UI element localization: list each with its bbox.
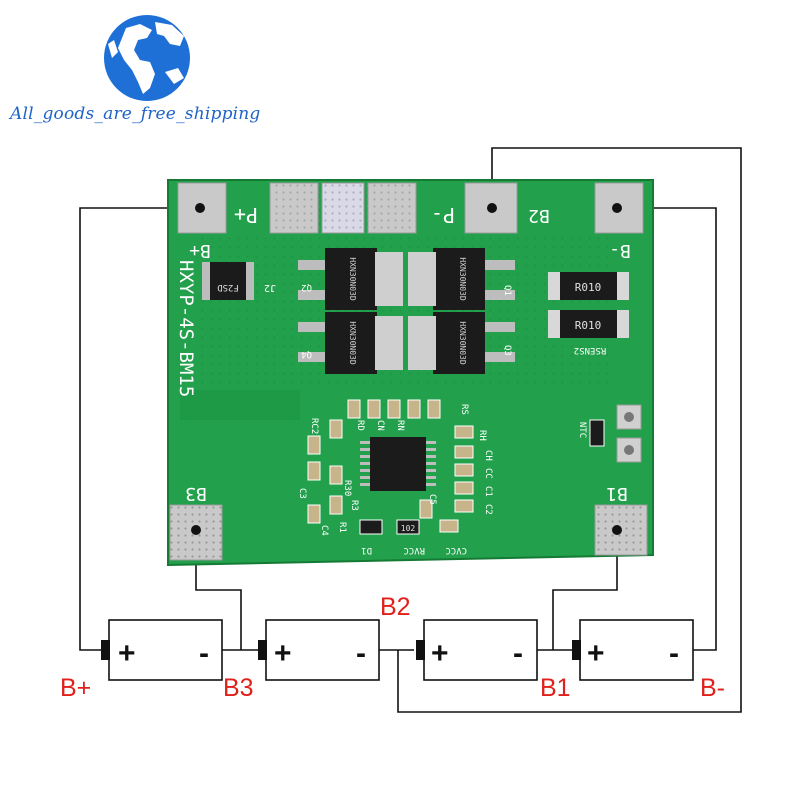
mosfet-marking: HXN30N03D [458, 257, 467, 301]
silk-q2: Q2 [301, 282, 312, 292]
silk-q3: Q3 [502, 345, 512, 356]
silk-d1: D1 [361, 545, 372, 555]
mosfet-marking: HXN30N03D [458, 321, 467, 365]
smd-passives: 102 [307, 399, 474, 535]
silk-p-plus: P+ [234, 203, 258, 227]
shunt-resistor-1: R010 [548, 272, 629, 300]
globe-logo [104, 15, 190, 101]
silk-c3: C3 [297, 488, 307, 499]
cell-negative-sign: - [669, 637, 679, 670]
silk-b-minus: B- [609, 240, 631, 261]
label-b3: B3 [223, 674, 254, 702]
silk-ntc: NTC [577, 422, 587, 438]
cell-positive-sign: + [274, 637, 292, 670]
silk-cn: CN [375, 420, 385, 431]
battery-cell-3: + - [416, 619, 538, 681]
ntc-component [589, 419, 605, 447]
silk-r30: R30 [342, 480, 352, 496]
mosfet-q2: HXN30N03D Q2 [298, 248, 403, 310]
diode-marking: F2SD [217, 282, 239, 292]
shunt-marking: R010 [575, 319, 602, 332]
cell-positive-sign: + [118, 637, 136, 670]
wire-b2 [397, 147, 742, 713]
wiring [79, 147, 742, 713]
cell-positive-sign: + [431, 637, 449, 670]
silk-cvcc: CVCC [445, 545, 467, 555]
silk-model: HXYP-4S-BM15 [175, 260, 197, 397]
mosfet-marking: HXN30N03D [348, 257, 357, 301]
silk-ch: CH [483, 450, 493, 461]
pcb-trace-area [180, 390, 300, 420]
battery-cell-2: + - [258, 619, 380, 681]
silk-b3: B3 [185, 483, 207, 504]
silk-r3: R3 [349, 500, 359, 511]
silk-q1: Q1 [502, 285, 512, 296]
resistor-102 [396, 519, 420, 535]
silk-rh: RH [477, 430, 487, 441]
battery-cell-4: + - [572, 619, 694, 681]
mosfet-q1: HXN30N03D Q1 [408, 248, 515, 310]
silk-b1: B1 [606, 483, 628, 504]
cell-negative-sign: - [356, 637, 366, 670]
silk-p-minus: P- [431, 203, 455, 227]
silk-rvcc: RVCC [403, 545, 425, 555]
label-b1: B1 [540, 674, 571, 702]
silk-b-plus: B+ [189, 240, 211, 261]
globe-landmass-west [108, 40, 118, 58]
label-b-plus: B+ [60, 674, 92, 702]
shunt-resistor-2: R010 [548, 310, 629, 338]
silk-b2: B2 [528, 205, 550, 226]
mosfet-q3: HXN30N03D Q3 [408, 312, 515, 374]
silk-q4: Q4 [301, 349, 312, 359]
silk-rs: RS [459, 404, 469, 415]
silk-rn: RN [395, 420, 405, 431]
silk-c1: C1 [483, 486, 493, 497]
shop-slogan: All_goods_are_free_shipping [10, 104, 261, 124]
silk-rc2: RC2 [309, 418, 319, 434]
mosfet-q4: HXN30N03D Q4 [298, 312, 403, 374]
wire-b-plus [79, 207, 200, 651]
bms-pcb: P+ P- B2 B+ B- B3 B1 HXYP-4S-BM15 F2SD J… [167, 179, 654, 567]
battery-cell-1: + - [101, 619, 223, 681]
shunt-marking: R010 [575, 281, 602, 294]
resistor-102-marking: 102 [401, 524, 416, 533]
label-b-minus: B- [700, 674, 725, 702]
cell-positive-sign: + [587, 637, 605, 670]
mosfet-marking: HXN30N03D [348, 321, 357, 365]
globe-continent-africa [118, 24, 155, 94]
silk-c2: C2 [483, 504, 493, 515]
wire-b1 [552, 530, 618, 650]
globe-island [165, 68, 184, 84]
bms-ic [360, 437, 436, 491]
silk-c4: C4 [319, 525, 329, 536]
wire-b-minus [617, 207, 717, 651]
diode-d1 [359, 519, 383, 535]
cell-negative-sign: - [199, 637, 209, 670]
globe-continent-europe [155, 22, 184, 46]
label-b2: B2 [380, 593, 411, 621]
silk-c5: C5 [427, 494, 437, 505]
diode-j2 [202, 262, 254, 300]
pcb-via-field [200, 235, 610, 385]
silk-r1: R1 [337, 522, 347, 533]
silk-j2: J2 [264, 282, 276, 293]
silk-rd: RD [355, 420, 365, 431]
cell-negative-sign: - [513, 637, 523, 670]
silk-rsense: RSENS2 [574, 345, 607, 355]
silk-cc: CC [483, 468, 493, 479]
